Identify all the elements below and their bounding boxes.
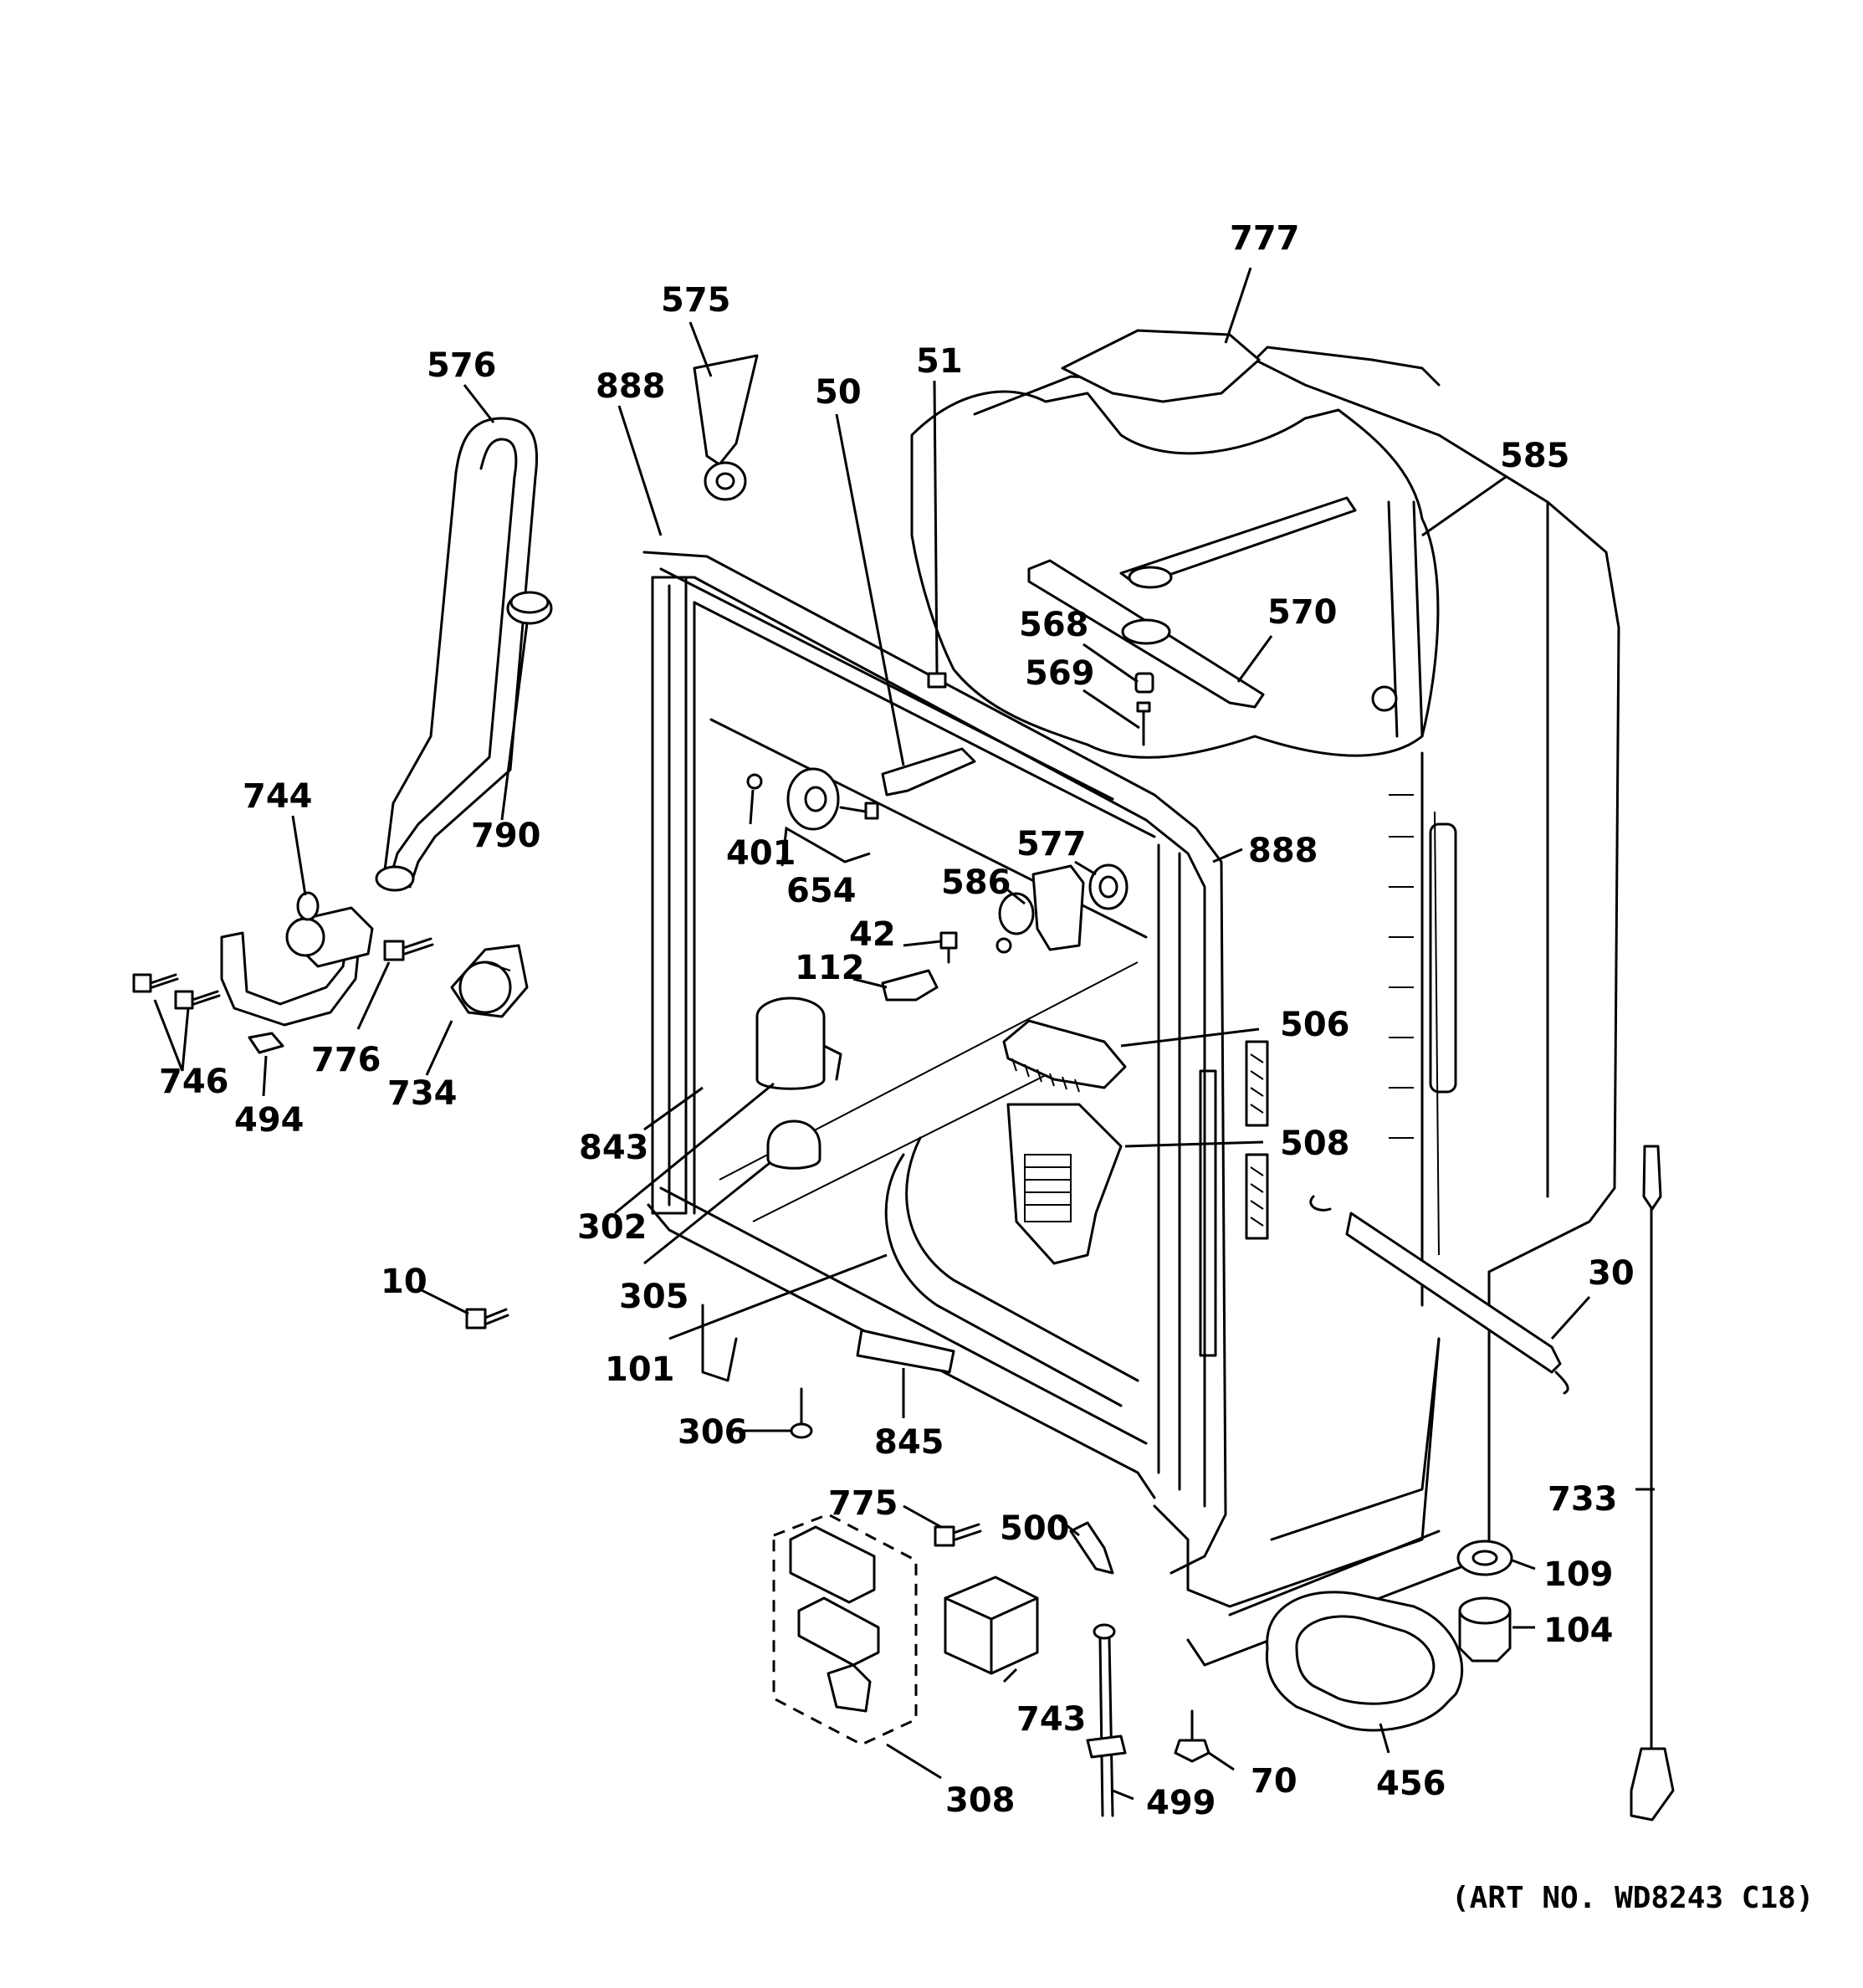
screw-10 [465, 1308, 509, 1330]
sensor-499 [1086, 1623, 1127, 1817]
part-labels: 777 575 576 888 50 51 585 568 570 569 74… [159, 219, 1635, 1822]
part-575 [693, 354, 759, 501]
part-506 [1002, 1019, 1127, 1093]
label-888-top: 888 [596, 367, 666, 406]
rod-733 [1630, 1145, 1675, 1821]
label-568: 568 [1019, 606, 1089, 644]
spray-arm-tube-585 [910, 390, 1440, 759]
label-733: 733 [1548, 1480, 1618, 1519]
spring-30 [1309, 1195, 1569, 1395]
switch-734 [450, 944, 529, 1018]
screws-746 [132, 973, 221, 1010]
box-743 [944, 1576, 1039, 1675]
label-306: 306 [678, 1413, 748, 1452]
part-508 [1006, 1103, 1123, 1265]
label-51: 51 [916, 342, 963, 381]
leader-lines [153, 267, 1655, 1801]
dishwasher-tub [642, 329, 1620, 1667]
label-42: 42 [849, 915, 896, 954]
label-777: 777 [1230, 219, 1300, 258]
label-586: 586 [941, 863, 1011, 902]
nut-104 [1458, 1596, 1512, 1663]
label-570: 570 [1267, 593, 1338, 632]
label-305: 305 [619, 1278, 689, 1316]
label-776: 776 [311, 1041, 381, 1079]
part-845 [856, 1329, 955, 1374]
part-586 [995, 864, 1085, 954]
label-456: 456 [1376, 1765, 1446, 1803]
nut-568 [1134, 672, 1154, 694]
label-569: 569 [1025, 654, 1095, 693]
label-843: 843 [579, 1129, 649, 1167]
label-401: 401 [726, 834, 796, 873]
label-775: 775 [828, 1484, 898, 1523]
clip-51 [927, 672, 947, 689]
label-70: 70 [1251, 1762, 1297, 1801]
screw-569 [1136, 701, 1151, 746]
washer-109 [1456, 1540, 1513, 1576]
label-10: 10 [381, 1263, 427, 1301]
clamp-790 [506, 591, 553, 625]
label-744: 744 [243, 777, 313, 816]
label-654: 654 [786, 872, 857, 910]
label-577: 577 [1016, 825, 1087, 863]
label-500: 500 [1000, 1509, 1070, 1548]
clip-112 [881, 969, 939, 1002]
label-30: 30 [1588, 1254, 1635, 1293]
pulley-654 [786, 767, 879, 831]
label-109: 109 [1543, 1555, 1614, 1594]
part-70 [1174, 1709, 1210, 1763]
label-302: 302 [577, 1208, 647, 1247]
motor-302 [755, 997, 842, 1090]
label-746: 746 [159, 1063, 229, 1101]
clip-494 [248, 1032, 284, 1054]
bracket-50 [881, 747, 976, 797]
label-743: 743 [1016, 1700, 1087, 1739]
label-585: 585 [1500, 437, 1570, 475]
label-104: 104 [1543, 1611, 1614, 1650]
screw-776 [383, 937, 434, 961]
label-50: 50 [815, 373, 862, 412]
assembly-308 [772, 1513, 918, 1746]
label-494: 494 [234, 1101, 305, 1140]
label-575: 575 [661, 281, 731, 320]
hose-576 [375, 417, 539, 892]
bracket-500 [1069, 1521, 1114, 1575]
label-308: 308 [945, 1781, 1016, 1820]
foot-306 [790, 1387, 813, 1439]
art-number: (ART NO. WD8243 C18) [1451, 1881, 1814, 1915]
gasket-456 [1265, 1591, 1464, 1732]
screw-775 [934, 1523, 982, 1547]
label-101: 101 [605, 1350, 675, 1389]
label-576: 576 [427, 346, 497, 385]
label-506: 506 [1280, 1006, 1350, 1044]
label-790: 790 [471, 817, 541, 855]
part-577 [1088, 863, 1129, 910]
label-112: 112 [795, 949, 865, 987]
screw-42 [939, 931, 958, 964]
label-845: 845 [874, 1423, 944, 1462]
label-734: 734 [387, 1074, 458, 1113]
cap-305 [766, 1120, 821, 1170]
label-508: 508 [1280, 1125, 1350, 1163]
spray-arm-570 [1027, 496, 1357, 709]
label-888-right: 888 [1248, 832, 1318, 870]
label-499: 499 [1146, 1784, 1216, 1822]
water-valve-744 [220, 891, 374, 1027]
nut-401 [746, 773, 763, 790]
